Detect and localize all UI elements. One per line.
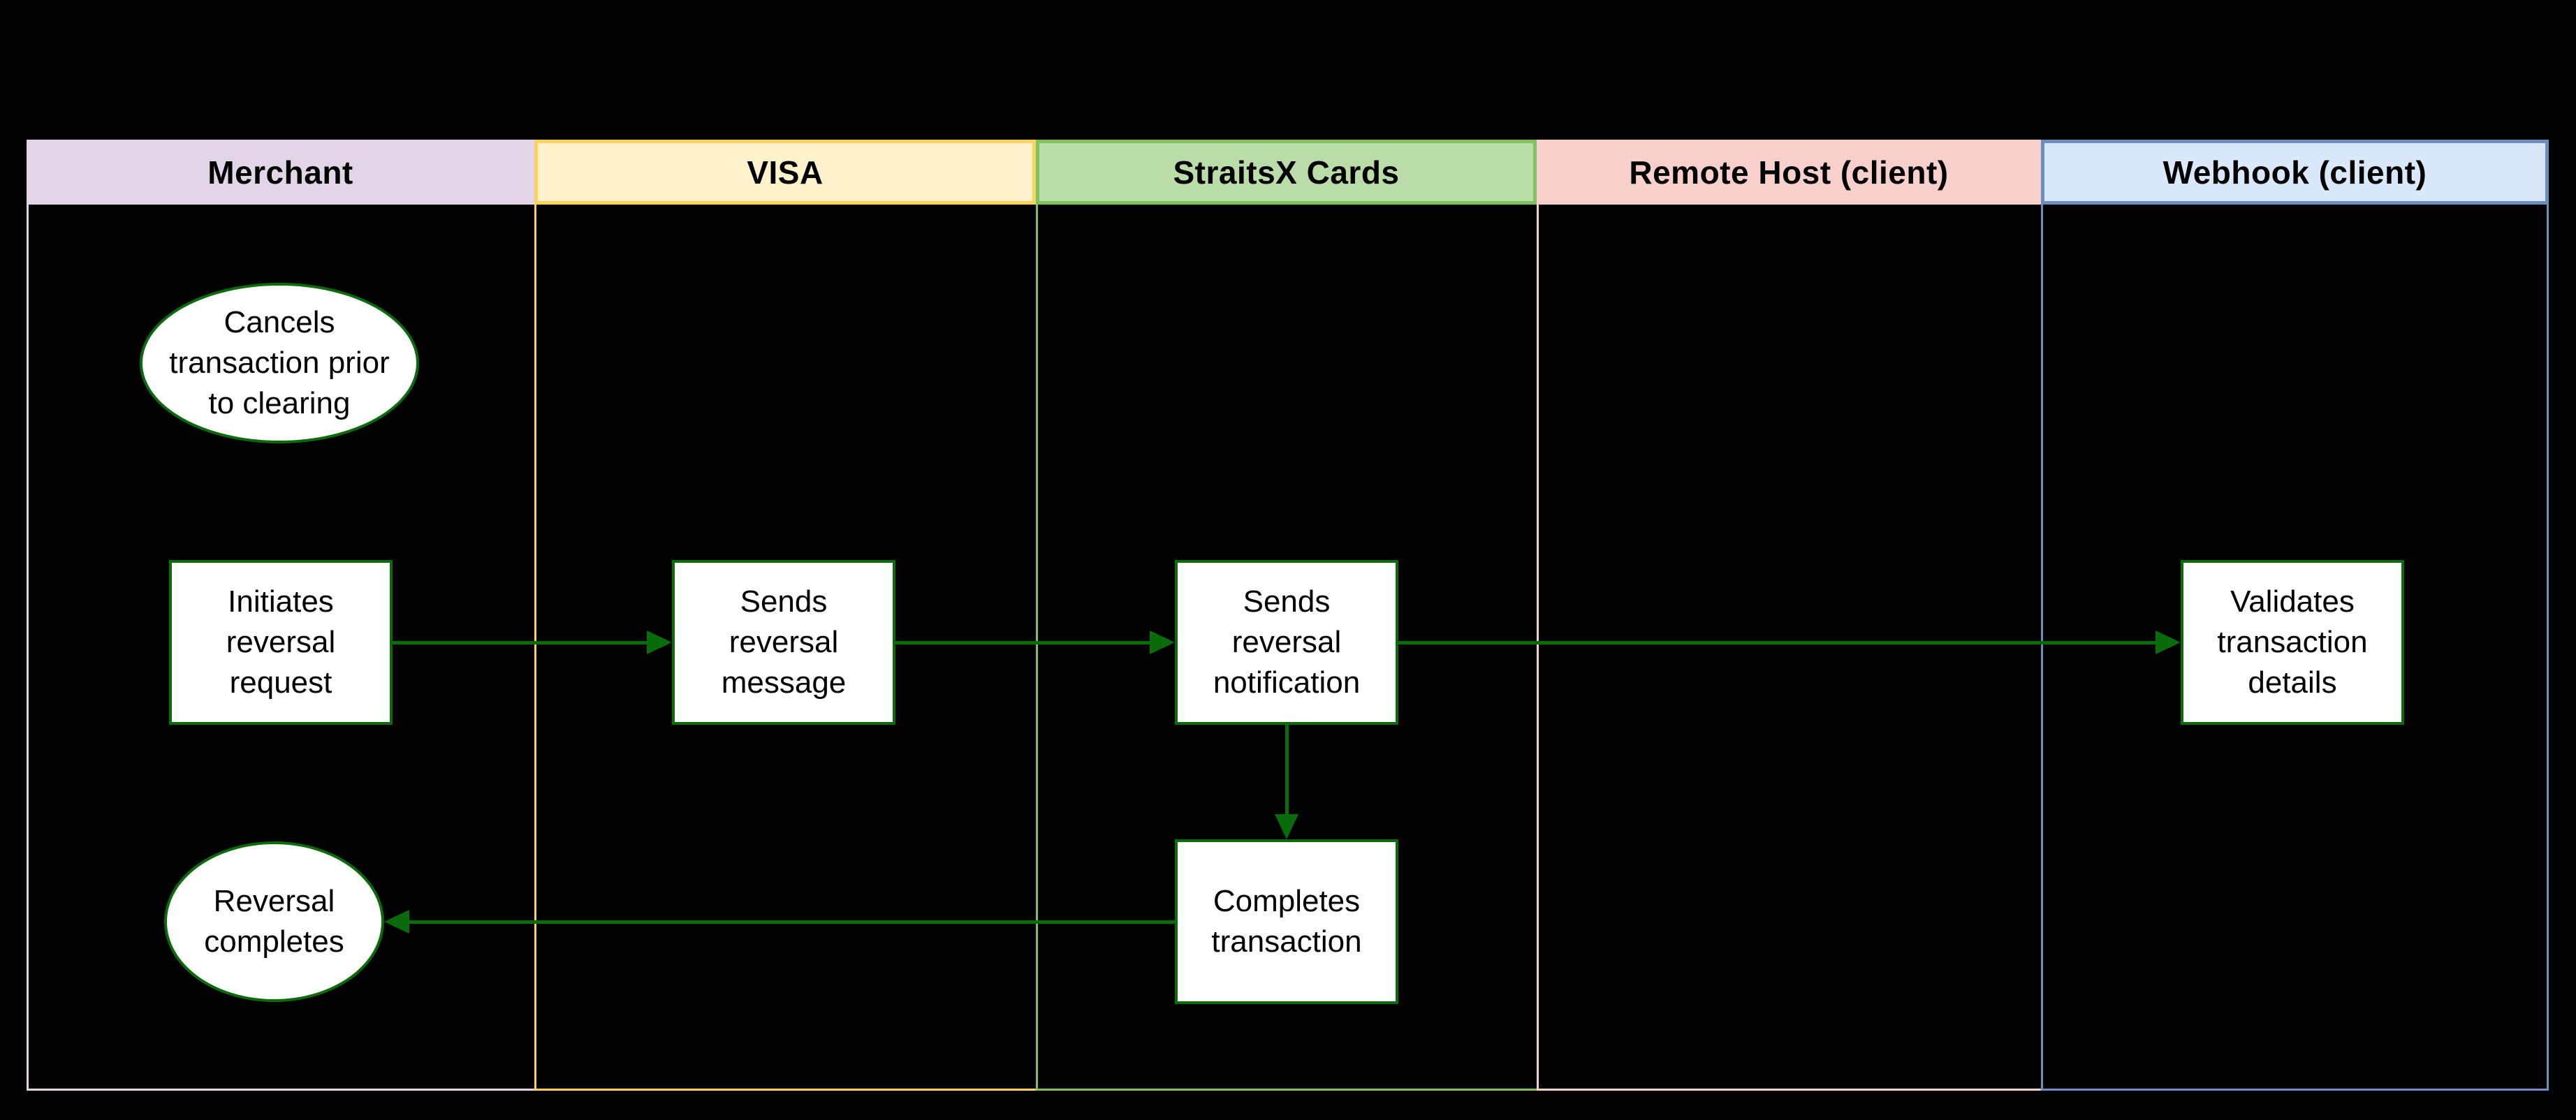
node-cancels-transaction-prior-to-clearing: Cancels transaction prior to clearing [140,283,419,443]
lane-body-visa [534,205,1036,1091]
lane-header-remote-host-client: Remote Host (client) [1537,140,2041,205]
lane-title-straitsx-cards: StraitsX Cards [1173,154,1400,191]
arrow-completes-to-reversal-head [384,910,409,934]
arrow-sends-message-to-notification-head [1150,631,1175,654]
arrow-sends-message-to-notification-line [895,641,1151,644]
lane-webhook-client: Webhook (client) [2041,140,2549,1091]
lane-body-straitsx-cards [1036,205,1537,1091]
lane-title-remote-host-client: Remote Host (client) [1629,154,1949,191]
node-initiates-reversal-request: Initiates reversal request [169,560,393,725]
node-label-initiates-reversal: Initiates reversal request [226,584,336,700]
node-sends-reversal-notification: Sends reversal notification [1175,560,1398,725]
lane-header-webhook-client: Webhook (client) [2041,140,2549,205]
lane-visa: VISA [534,140,1036,1091]
lane-header-merchant: Merchant [27,140,534,205]
lane-body-remote-host-client [1537,205,2041,1091]
arrow-notification-to-completes-head [1275,814,1298,839]
node-completes-transaction: Completes transaction [1175,839,1398,1004]
arrow-notification-to-validates-head [2156,631,2181,654]
lane-header-straitsx-cards: StraitsX Cards [1036,140,1537,205]
arrow-completes-to-reversal-line [408,920,1175,924]
node-label-sends-notification: Sends reversal notification [1213,584,1361,700]
lane-title-visa: VISA [747,154,824,191]
arrow-notification-to-validates-line [1398,641,2157,644]
lane-remote-host-client: Remote Host (client) [1537,140,2041,1091]
lane-title-webhook-client: Webhook (client) [2162,154,2427,191]
arrow-notification-to-completes-line [1285,725,1289,816]
lane-merchant: Merchant [27,140,534,1091]
lane-header-visa: VISA [534,140,1036,205]
lane-body-webhook-client [2041,205,2549,1091]
lane-title-merchant: Merchant [207,154,353,191]
arrow-initiates-to-sends-message-head [647,631,672,654]
node-sends-reversal-message: Sends reversal message [672,560,895,725]
arrow-initiates-to-sends-message-line [393,641,648,644]
lane-body-merchant [27,205,534,1091]
node-label-cancels-transaction: Cancels transaction prior to clearing [169,304,390,421]
node-validates-transaction-details: Validates transaction details [2181,560,2404,725]
node-label-sends-message: Sends reversal message [721,584,847,700]
node-label-validates-details: Validates transaction details [2217,584,2368,700]
node-label-reversal-completes: Reversal completes [204,883,344,959]
node-reversal-completes: Reversal completes [164,841,384,1002]
node-label-completes-transaction: Completes transaction [1211,883,1362,959]
lane-straitsx-cards: StraitsX Cards [1036,140,1537,1091]
